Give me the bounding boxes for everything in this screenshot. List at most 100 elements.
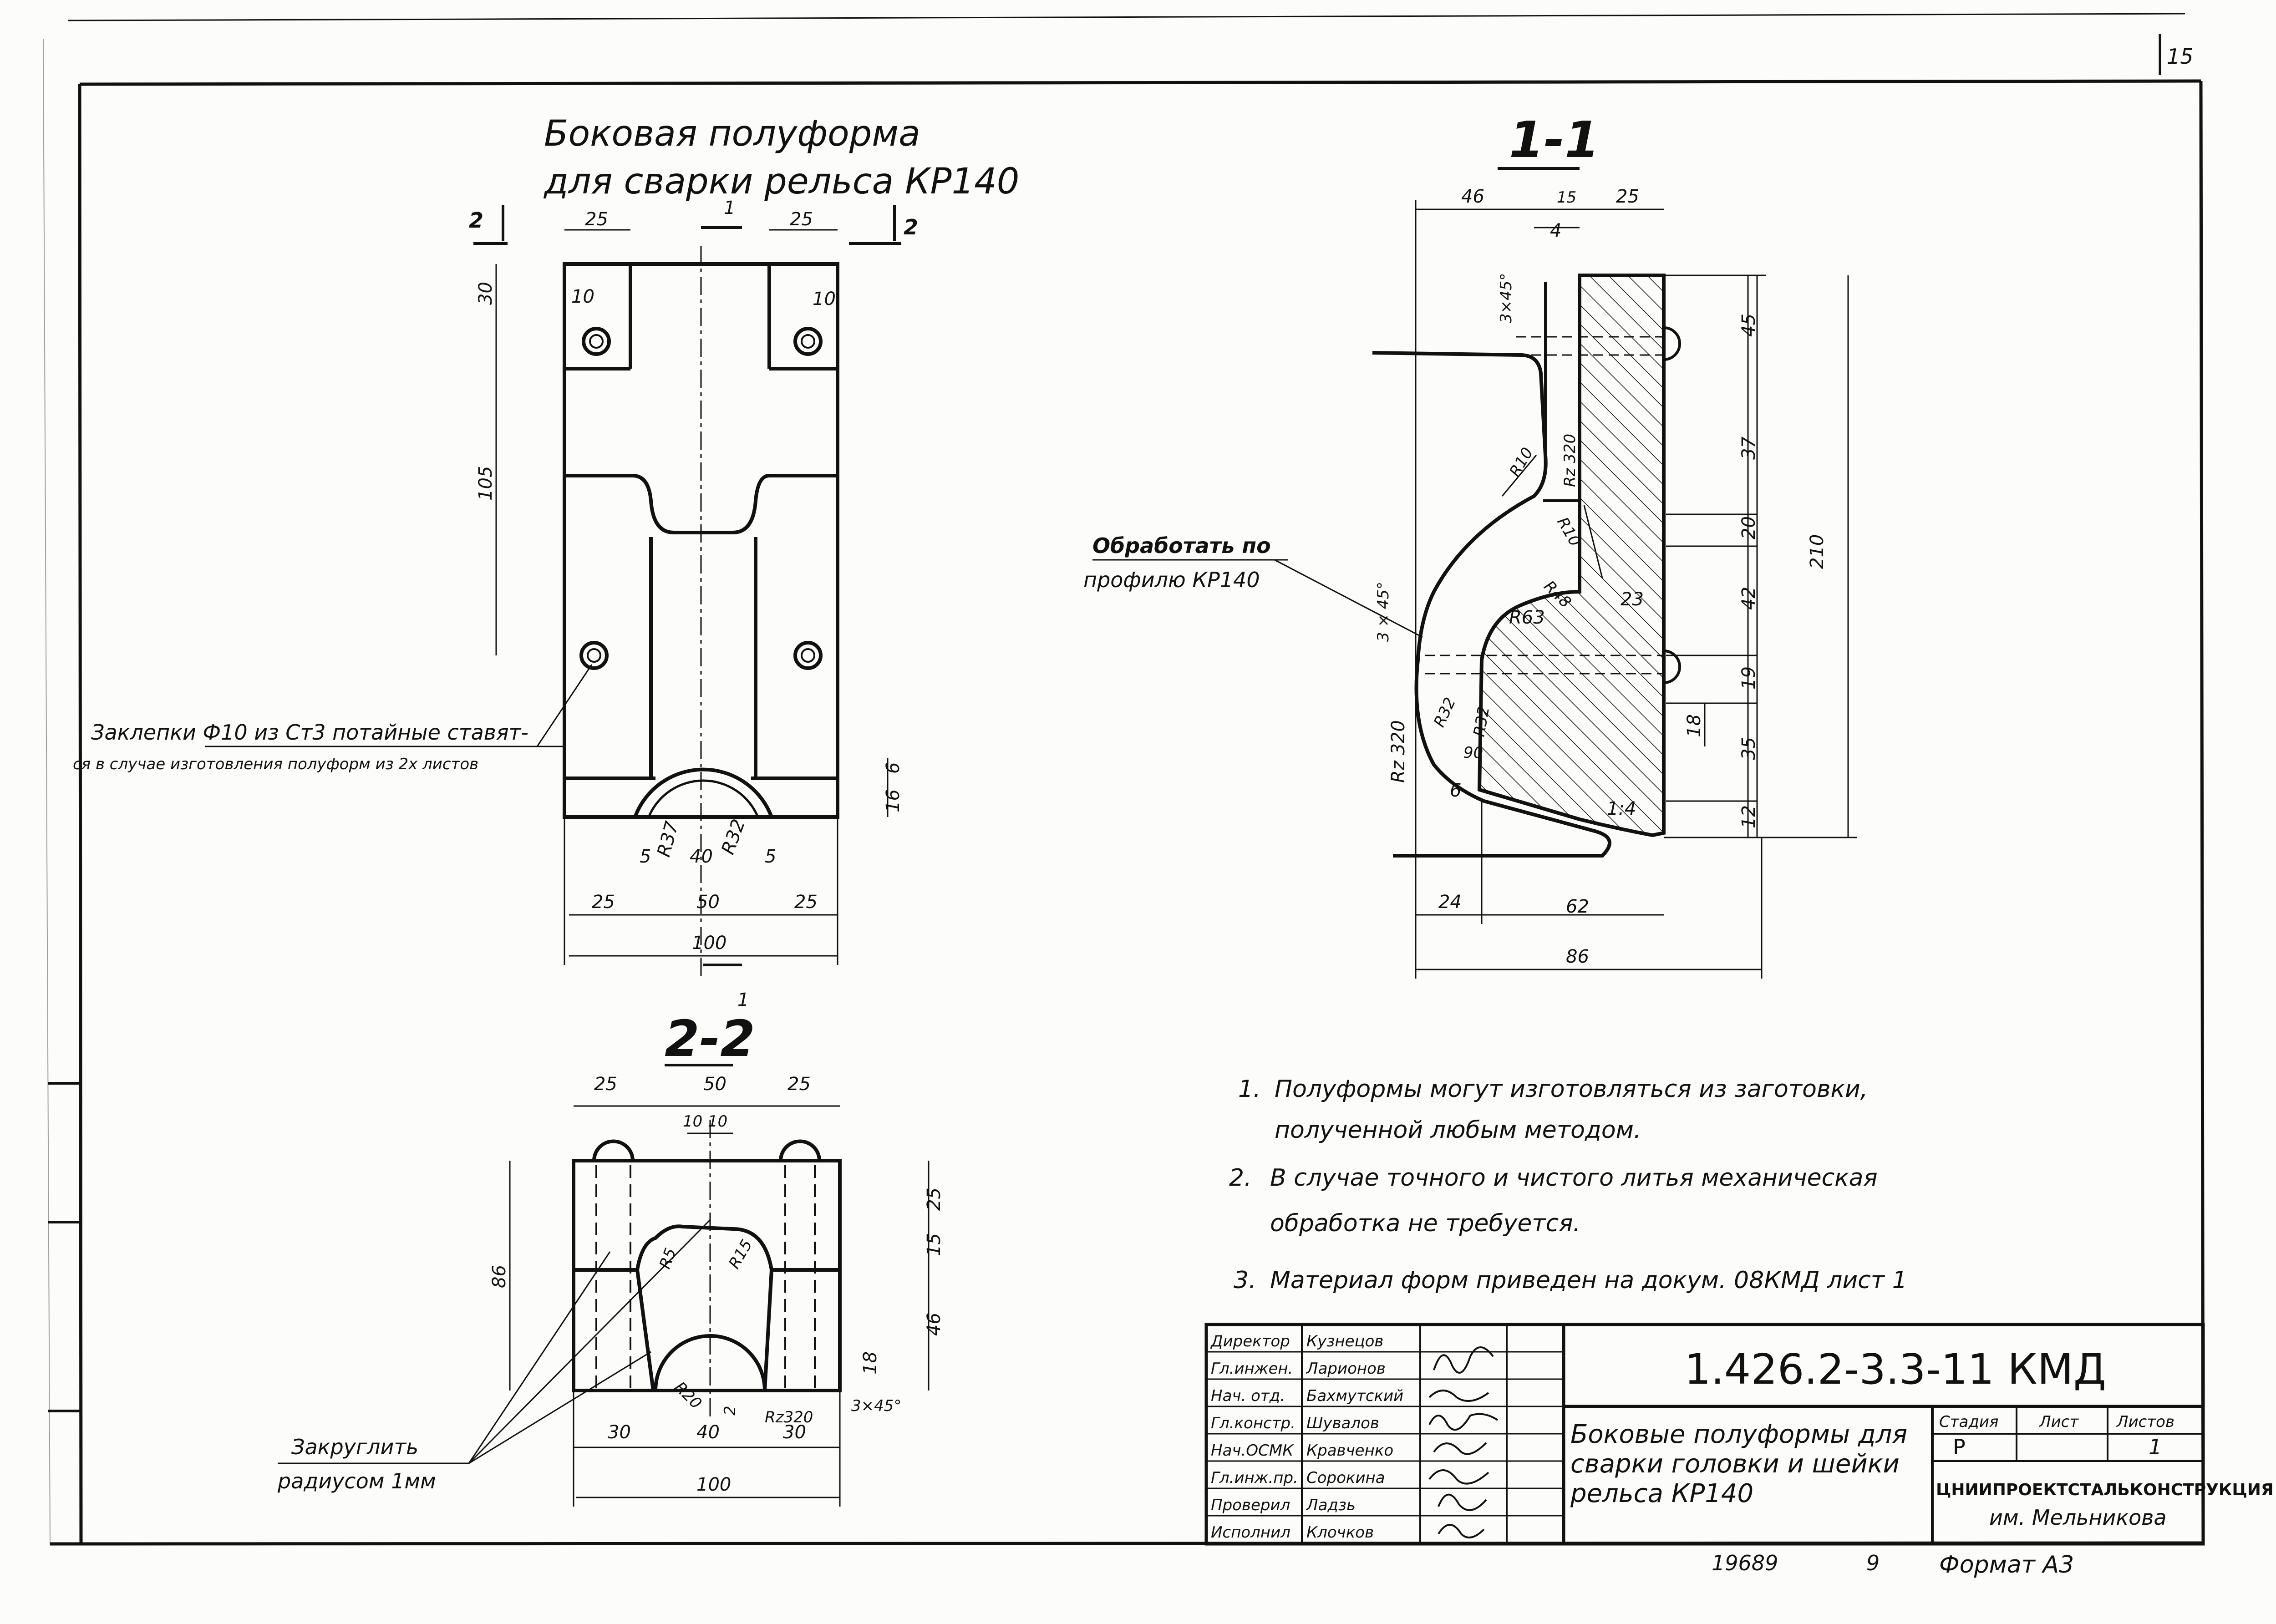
section-2-2-label: 2-2 — [665, 1010, 755, 1068]
tb-role-2: Нач. отд. — [1211, 1387, 1285, 1405]
dim-16: 16 — [883, 789, 904, 812]
machining-note-line1: Обработать по — [1092, 533, 1271, 558]
s22-r18: 18 — [860, 1351, 881, 1375]
tb-role-3: Гл.констр. — [1211, 1414, 1295, 1432]
format-label: Формат А3 — [1939, 1551, 2074, 1578]
org-line2: им. Мельникова — [1989, 1505, 2167, 1530]
dim-b25-left: 25 — [592, 892, 615, 913]
s11-rz320-left: Rz 320 — [1388, 720, 1409, 783]
note-1-line1: Полуформы могут изготовляться из заготов… — [1275, 1076, 1868, 1103]
dim-top-25-left: 25 — [585, 209, 608, 230]
dim-b100: 100 — [692, 933, 726, 954]
s11-b24: 24 — [1438, 892, 1462, 913]
rounding-note-line2: радиусом 1мм — [277, 1469, 436, 1493]
dim-6: 6 — [883, 762, 904, 774]
s22-b30-left: 30 — [608, 1422, 631, 1443]
tb-role-4: Нач.ОСМК — [1211, 1441, 1294, 1460]
s11-r37: 37 — [1738, 436, 1759, 460]
tb-role-1: Гл.инжен. — [1211, 1360, 1293, 1378]
s11-r10a: R10 — [1506, 445, 1537, 480]
tb-name-5: Сорокина — [1306, 1469, 1385, 1487]
s11-ch3x45-top: 3×45° — [1497, 273, 1515, 323]
dim-5-right: 5 — [765, 846, 776, 867]
cut-mark-1-bottom: 1 — [737, 990, 749, 1010]
sheet-number: 15 — [2167, 44, 2194, 69]
dim-b25-right: 25 — [794, 892, 818, 913]
s11-t4: 4 — [1550, 220, 1561, 241]
tb-role-7: Исполнил — [1211, 1523, 1290, 1542]
dim-top-25-right: 25 — [790, 209, 813, 230]
s11-r32a: R32 — [1430, 695, 1460, 730]
s11-a90: 90 — [1463, 744, 1483, 762]
main-view-title-2: для сварки рельса КР140 — [543, 161, 1019, 202]
s11-r18: 18 — [1684, 714, 1705, 737]
dim-hole-10-right: 10 — [813, 289, 836, 310]
machining-note-line2: профилю КР140 — [1083, 568, 1260, 592]
section-1-1-label: 1-1 — [1509, 111, 1600, 169]
dim-b50: 50 — [696, 892, 720, 913]
note-1-num: 1. — [1238, 1076, 1261, 1103]
s22-r25: 25 — [924, 1188, 945, 1211]
dim-r32: R32 — [717, 817, 749, 858]
sheets-header: Листов — [2116, 1413, 2174, 1431]
s11-t46: 46 — [1461, 186, 1484, 207]
frame — [43, 13, 2205, 1546]
s22-b40: 40 — [696, 1422, 720, 1443]
s11-r12: 12 — [1738, 805, 1759, 828]
s11-t15: 15 — [1557, 188, 1576, 207]
main-view-title-1: Боковая полуформа — [544, 113, 920, 154]
tb-name-6: Ладзь — [1306, 1496, 1356, 1514]
s11-r35: 35 — [1738, 737, 1759, 760]
s22-t50: 50 — [703, 1074, 726, 1095]
s22-r20: R20 — [671, 1378, 706, 1413]
doc-name-line1: Боковые полуформы для — [1570, 1420, 1907, 1449]
s22-b30-right: 30 — [783, 1422, 806, 1443]
s22-t10b: 10 — [708, 1112, 727, 1131]
s22-r15: 15 — [924, 1233, 945, 1256]
note-2-line1: В случае точного и чистого литья механич… — [1270, 1164, 1878, 1192]
doc-code: 1.426.2-3.3-11 КМД — [1684, 1345, 2106, 1394]
stage-value: Р — [1953, 1435, 1966, 1459]
s11-r20: 20 — [1738, 516, 1759, 539]
s11-t25: 25 — [1616, 186, 1639, 207]
s22-t10a: 10 — [683, 1112, 702, 1131]
dim-105: 105 — [475, 466, 496, 501]
s11-rz320-top: Rz 320 — [1561, 434, 1579, 487]
doc-name-line3: рельса КР140 — [1570, 1479, 1753, 1508]
rivet-note-line2: ся в случае изготовления полуформ из 2х … — [73, 755, 478, 773]
s22-t25-left: 25 — [594, 1074, 617, 1095]
dim-5-left: 5 — [640, 846, 651, 867]
s22-r46: 46 — [924, 1313, 945, 1336]
tb-role-6: Проверил — [1211, 1496, 1290, 1514]
tb-name-4: Кравченко — [1306, 1441, 1393, 1460]
s22-b100: 100 — [696, 1474, 731, 1495]
tb-role-5: Гл.инж.пр. — [1211, 1469, 1298, 1487]
s11-b62: 62 — [1566, 896, 1589, 917]
s11-a6: 6 — [1450, 780, 1461, 801]
sheet-header: Лист — [2038, 1413, 2079, 1431]
note-1-line2: полученной любым методом. — [1275, 1116, 1641, 1144]
s11-total210: 210 — [1807, 534, 1828, 569]
s11-b86: 86 — [1566, 946, 1589, 967]
dim-r37: R37 — [653, 819, 683, 859]
s22-v2: 2 — [721, 1406, 739, 1416]
general-notes: 1. Полуформы могут изготовляться из заго… — [1229, 1076, 1907, 1294]
tb-name-3: Шувалов — [1306, 1414, 1379, 1432]
rivet-note-line1: Заклепки Ф10 из Ст3 потайные ставят- — [91, 720, 528, 745]
s11-r45: 45 — [1738, 314, 1759, 337]
s11-r63: R63 — [1509, 607, 1545, 628]
tb-name-2: Бахмутский — [1306, 1387, 1403, 1405]
s11-slope: 1:4 — [1607, 798, 1636, 819]
s22-r5: R5 — [656, 1246, 680, 1271]
note-2-line2: обработка не требуется. — [1270, 1210, 1580, 1237]
section-mark-2-left: 2 — [469, 208, 483, 233]
s11-r42: 42 — [1738, 587, 1759, 610]
inventory-suffix: 9 — [1866, 1551, 1880, 1575]
stage-header: Стадия — [1939, 1413, 1998, 1431]
inventory-number: 19689 — [1712, 1551, 1778, 1575]
dim-30: 30 — [475, 282, 496, 305]
doc-name-line2: сварки головки и шейки — [1570, 1449, 1900, 1479]
dim-hole-10-left: 10 — [571, 286, 594, 307]
org-line1: ЦНИИПРОЕКТСТАЛЬКОНСТРУКЦИЯ — [1936, 1481, 2274, 1499]
